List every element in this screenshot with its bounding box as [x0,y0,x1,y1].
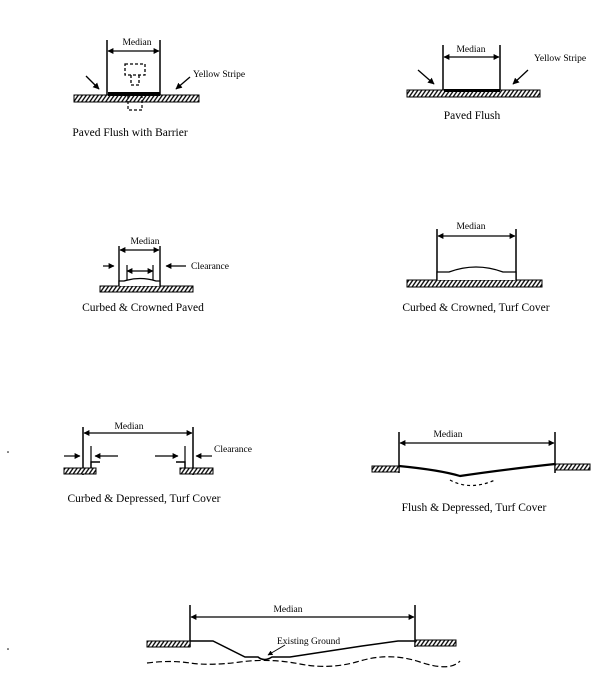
pavement-left [371,465,400,473]
subgrade-line [449,479,496,487]
crowned-turf-median [436,266,517,280]
pavement [406,279,543,288]
panel-paved-flush-barrier: Median Yellow Stripe Paved Flush with Ba… [72,38,245,139]
yellow-stripe-arrow-right [512,69,529,85]
median-label: Median [122,38,151,48]
caption-curbed-depressed-turf: Curbed & Depressed, Turf Cover [68,493,221,505]
depressed-turf-surface [398,462,556,478]
pavement [73,94,200,103]
yellow-stripe-arrow-left [85,75,100,90]
pavement-left [146,640,191,648]
median-label: Median [114,422,143,432]
median-label: Median [456,45,485,55]
pavement-right [554,463,591,471]
yellow-stripe-label: Yellow Stripe [193,70,245,80]
median-label: Median [130,237,159,247]
crowned-median [118,277,161,286]
pavement [99,285,194,293]
existing-ground-line [146,656,461,668]
pavement-right [179,467,214,475]
barrier-footing [127,96,143,111]
existing-ground-label: Existing Ground [277,637,340,647]
panel-paved-flush: Median Yellow Stripe Paved Flush [406,45,586,122]
existing-ground-pointer [267,644,286,656]
clearance-label: Clearance [191,262,229,272]
panel-curbed-depressed-turf: Median Clearance Curbed & Depressed, Tur… [63,422,252,505]
pavement-right [414,639,457,647]
panel-existing-ground: Median Existing Ground [146,605,461,668]
yellow-stripe-label: Yellow Stripe [534,54,586,64]
panel-flush-depressed-turf: Median Flush & Depressed, Turf Cover [371,430,591,514]
clearance-label: Clearance [214,445,252,455]
caption-curbed-crowned-turf: Curbed & Crowned, Turf Cover [402,302,549,314]
yellow-stripe-arrow-right [175,76,191,90]
median-surface [108,92,160,96]
caption-flush-depressed-turf: Flush & Depressed, Turf Cover [402,502,547,514]
median-cross-section [190,640,415,661]
median-label: Median [273,605,302,615]
pavement-left [63,467,97,475]
caption-paved-flush: Paved Flush [444,110,501,122]
caption-paved-flush-barrier: Paved Flush with Barrier [72,127,187,139]
panel-curbed-crowned-paved: Median Clearance Curbed & Crowned Paved [82,237,229,314]
yellow-stripe-arrow-left [417,69,435,85]
median-label: Median [456,222,485,232]
median-label: Median [433,430,462,440]
median-surface [444,89,500,92]
caption-curbed-crowned-paved: Curbed & Crowned Paved [82,302,204,314]
panel-curbed-crowned-turf: Median Curbed & Crowned, Turf Cover [402,222,549,314]
barrier [124,63,146,76]
